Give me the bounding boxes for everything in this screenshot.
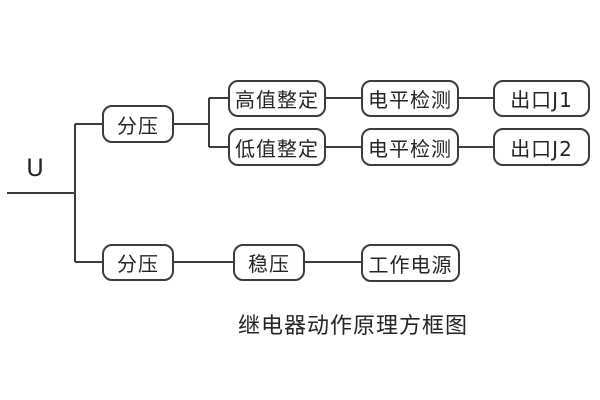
block-working-power: 工作电源 [361, 244, 460, 282]
block-level-detection-1: 电平检测 [361, 80, 459, 117]
block-outlet-j1: 出口J1 [493, 80, 590, 117]
diagram-caption: 继电器动作原理方框图 [238, 314, 469, 339]
block-outlet-j2: 出口J2 [493, 128, 590, 166]
input-voltage-label: U [26, 154, 44, 182]
block-high-value-setting: 高值整定 [228, 80, 326, 117]
block-voltage-divider-top: 分压 [102, 105, 174, 143]
block-voltage-regulator: 稳压 [233, 244, 305, 281]
block-voltage-divider-bottom: 分压 [102, 244, 174, 281]
block-level-detection-2: 电平检测 [361, 128, 459, 166]
block-low-value-setting: 低值整定 [228, 128, 326, 166]
